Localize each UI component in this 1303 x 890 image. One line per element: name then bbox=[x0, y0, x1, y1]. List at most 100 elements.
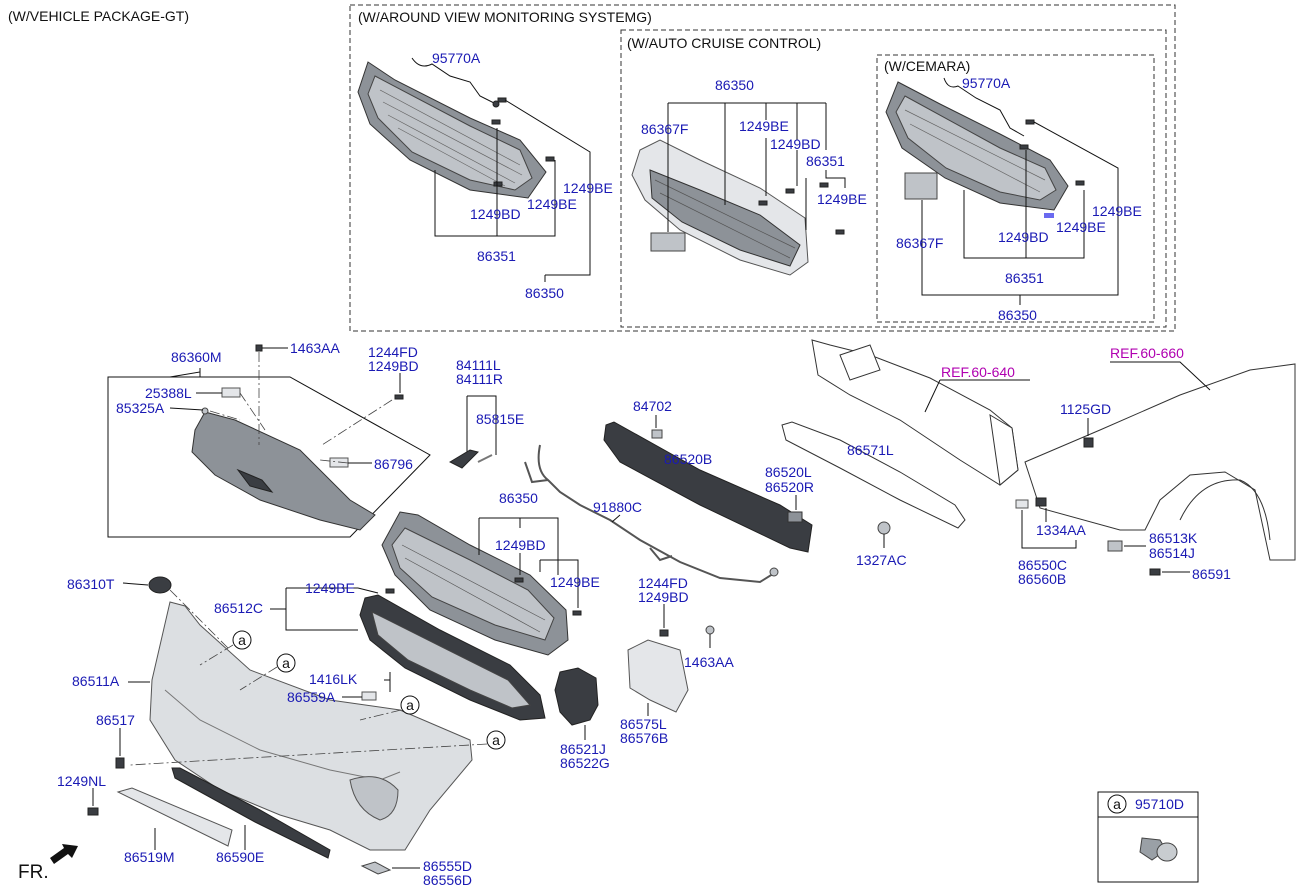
label-1244FD-bottom: 1244FD bbox=[638, 575, 688, 591]
label-86591: 86591 bbox=[1192, 566, 1231, 582]
lip-86590E bbox=[171, 767, 331, 859]
emblem-86310T bbox=[148, 576, 172, 594]
label-95770A-av: 95770A bbox=[432, 50, 481, 66]
label-84111R: 84111R bbox=[456, 371, 503, 387]
label-1249BE-cm: 1249BE bbox=[1092, 203, 1142, 219]
camera-box-title: (W/CEMARA) bbox=[884, 58, 970, 74]
label-86517: 86517 bbox=[96, 712, 135, 728]
lower-grille-86512C bbox=[359, 594, 546, 721]
legend-part: 95710D bbox=[1135, 796, 1184, 812]
label-1416LK: 1416LK bbox=[309, 671, 358, 687]
screw-86591 bbox=[1149, 568, 1161, 576]
label-95770A-cm: 95770A bbox=[962, 75, 1011, 91]
label-86522G: 86522G bbox=[560, 755, 610, 771]
clip-86559A bbox=[361, 691, 377, 701]
label-1249BD-bottom: 1249BD bbox=[638, 589, 689, 605]
screw-1249NL bbox=[87, 807, 99, 816]
connector-91880C bbox=[769, 567, 779, 577]
plate-86367F-ac bbox=[650, 232, 686, 252]
grille-around-view bbox=[357, 61, 547, 199]
beam-86571L bbox=[781, 421, 966, 529]
label-86520B: 86520B bbox=[664, 451, 712, 467]
cover-callout-frame bbox=[107, 376, 431, 538]
clip-85325A bbox=[201, 407, 209, 415]
label-86367F-cm: 86367F bbox=[896, 235, 943, 251]
grille-86350 bbox=[381, 511, 569, 656]
label-86310T: 86310T bbox=[67, 576, 115, 592]
label-86556D: 86556D bbox=[423, 872, 472, 888]
label-86796: 86796 bbox=[374, 456, 413, 472]
wiring-95770A-av bbox=[411, 57, 497, 105]
label-86555D: 86555D bbox=[423, 858, 472, 874]
label-86367F-ac: 86367F bbox=[641, 121, 688, 137]
around-view-box bbox=[349, 4, 1176, 332]
plate-86367F-cm bbox=[904, 172, 938, 200]
label-86520L: 86520L bbox=[765, 464, 812, 480]
label-86514J: 86514J bbox=[1149, 545, 1195, 561]
label-1125GD: 1125GD bbox=[1060, 401, 1111, 417]
label-1249BE-cm-b: 1249BE bbox=[1056, 219, 1106, 235]
label-1249BE-main: 1249BE bbox=[550, 574, 600, 590]
variant-header: (W/VEHICLE PACKAGE-GT) bbox=[8, 8, 189, 24]
wiring-95770A-cm bbox=[943, 77, 1025, 137]
label-85815E: 85815E bbox=[476, 411, 524, 427]
label-86576B: 86576B bbox=[620, 730, 668, 746]
label-1249BD-cm: 1249BD bbox=[998, 229, 1049, 245]
label-86351-ac: 86351 bbox=[806, 153, 845, 169]
label-86351-cm: 86351 bbox=[1005, 270, 1044, 286]
label-86590E: 86590E bbox=[216, 849, 264, 865]
ref-60-660: REF.60-660 bbox=[1110, 345, 1184, 361]
label-84111L: 84111L bbox=[456, 357, 501, 373]
label-1327AC: 1327AC bbox=[856, 552, 907, 568]
bolt-1463AA-bottom bbox=[705, 625, 715, 635]
camera-box bbox=[876, 54, 1155, 323]
label-1463AA-top: 1463AA bbox=[290, 340, 340, 356]
label-86520R: 86520R bbox=[765, 479, 814, 495]
absorber-86520B bbox=[603, 421, 813, 553]
clip-25388L bbox=[221, 387, 241, 398]
label-86513K: 86513K bbox=[1149, 530, 1198, 546]
bolts-cm bbox=[1019, 119, 1085, 218]
grille-camera bbox=[885, 81, 1069, 211]
around-view-box-title: (W/AROUND VIEW MONITORING SYSTEMG) bbox=[358, 9, 652, 25]
seal-85815E bbox=[477, 454, 493, 463]
svg-text:a: a bbox=[406, 697, 414, 713]
svg-text:a: a bbox=[238, 632, 246, 648]
bumper-cover-86511A bbox=[149, 601, 473, 851]
cover-panel-86360M bbox=[191, 411, 376, 531]
label-86350-main: 86350 bbox=[499, 490, 538, 506]
bracket-86517 bbox=[115, 757, 125, 769]
front-arrow-icon bbox=[50, 844, 78, 864]
label-86559A: 86559A bbox=[287, 689, 336, 705]
bolt-1249BD-top bbox=[394, 394, 404, 400]
bracket-86550C bbox=[1015, 497, 1047, 509]
svg-text:a: a bbox=[492, 732, 500, 748]
garnish-86521J bbox=[554, 667, 599, 726]
carrier-ref-60-640 bbox=[811, 339, 1019, 486]
bracket-86575L bbox=[627, 639, 689, 713]
label-86560B: 86560B bbox=[1018, 571, 1066, 587]
label-85325A: 85325A bbox=[116, 400, 165, 416]
label-1249BE-av-b: 1249BE bbox=[527, 196, 577, 212]
label-86521J: 86521J bbox=[560, 741, 606, 757]
legend-box: a 95710D bbox=[1097, 791, 1199, 883]
label-86360M: 86360M bbox=[171, 349, 222, 365]
bolts-ac bbox=[758, 182, 845, 235]
auto-cruise-box bbox=[620, 29, 1167, 328]
bolts-main-grille bbox=[385, 577, 582, 616]
circle-callout-a-3: a bbox=[400, 695, 420, 715]
bracket-84111 bbox=[448, 449, 479, 469]
svg-text:a: a bbox=[282, 655, 290, 671]
label-1334AA: 1334AA bbox=[1036, 522, 1086, 538]
label-1249BE-ac-b: 1249BE bbox=[817, 191, 867, 207]
label-84702: 84702 bbox=[633, 398, 672, 414]
fender-ref-60-660 bbox=[1024, 363, 1296, 561]
legend-mark: a bbox=[1113, 796, 1121, 812]
bracket-86520 bbox=[787, 511, 803, 523]
label-1249NL: 1249NL bbox=[57, 773, 106, 789]
label-86512C: 86512C bbox=[214, 600, 263, 616]
bolt-1463AA-top bbox=[255, 344, 263, 352]
label-86350-av: 86350 bbox=[525, 285, 564, 301]
label-86571L: 86571L bbox=[847, 442, 894, 458]
label-86350-cm: 86350 bbox=[998, 307, 1037, 323]
